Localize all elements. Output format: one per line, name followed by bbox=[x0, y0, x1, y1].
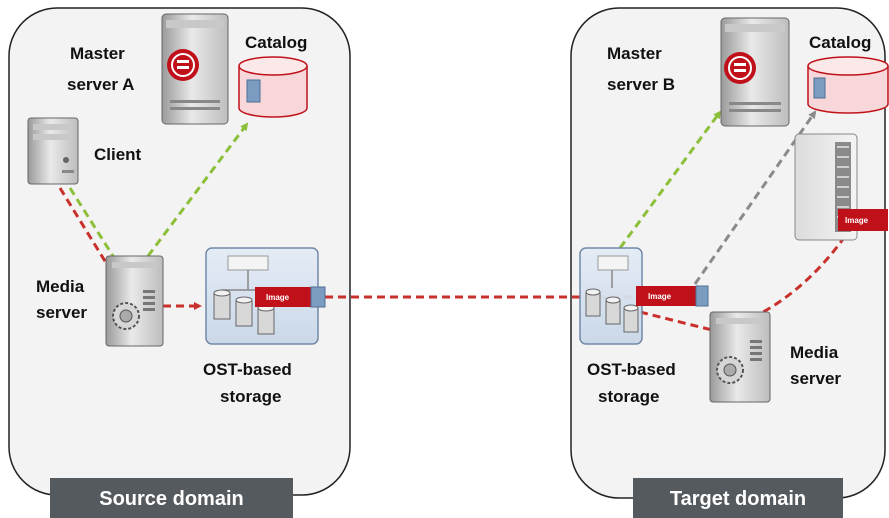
media-to-rack-line bbox=[751, 230, 850, 320]
source-domain-panel: Source domain bbox=[8, 7, 351, 518]
target-rack-server: Image bbox=[794, 133, 888, 241]
target-domain-label-bar: Target domain bbox=[633, 478, 843, 518]
target-storage-label-line2: storage bbox=[598, 387, 659, 406]
client-label: Client bbox=[94, 145, 142, 164]
target-storage-label-line1: OST-based bbox=[587, 360, 676, 379]
target-image-tag: Image bbox=[636, 285, 709, 307]
target-media-server-label-line1: Media bbox=[790, 343, 839, 362]
source-media-server-label-line1: Media bbox=[36, 277, 85, 296]
master-server-b-icon bbox=[720, 17, 790, 127]
client-computer-icon bbox=[27, 117, 79, 185]
master-server-a: Master server A bbox=[67, 13, 229, 125]
source-domain-title: Source domain bbox=[99, 488, 243, 510]
source-image-tag: Image bbox=[255, 286, 326, 308]
target-image-tag-label: Image bbox=[648, 292, 672, 301]
source-domain-label-bar: Source domain bbox=[50, 478, 293, 518]
target-domain-title: Target domain bbox=[670, 488, 806, 510]
master-server-b: Master server B bbox=[607, 17, 790, 127]
catalog-a: Catalog bbox=[238, 33, 308, 118]
target-domain-panel: Target domain bbox=[570, 7, 886, 518]
catalog-a-db-icon bbox=[238, 56, 308, 118]
catalog-b: Catalog bbox=[807, 33, 889, 114]
source-media-server-label-line2: server bbox=[36, 303, 87, 322]
master-server-b-label-line2: server B bbox=[607, 75, 675, 94]
master-server-b-label-line1: Master bbox=[607, 44, 662, 63]
client: Client bbox=[27, 117, 142, 185]
source-storage-label-line2: storage bbox=[220, 387, 281, 406]
rack-image-tag-label: Image bbox=[845, 216, 869, 225]
target-media-server-label-line2: server bbox=[790, 369, 841, 388]
catalog-b-label: Catalog bbox=[809, 33, 871, 52]
source-image-tag-label: Image bbox=[266, 293, 290, 302]
catalog-a-label: Catalog bbox=[245, 33, 307, 52]
target-storage-appliance-icon bbox=[579, 247, 643, 345]
master-server-a-icon bbox=[161, 13, 229, 125]
client-media-green-line bbox=[68, 187, 120, 265]
source-ost-storage: Image OST-based storage bbox=[203, 247, 326, 406]
target-media-server: Media server bbox=[709, 311, 841, 403]
master-server-a-label-line1: Master bbox=[70, 44, 125, 63]
source-storage-label-line1: OST-based bbox=[203, 360, 292, 379]
storage-to-master-b-line bbox=[618, 110, 722, 249]
source-media-server-icon bbox=[105, 255, 164, 347]
rack-image-tag: Image bbox=[838, 209, 888, 231]
target-media-server-icon bbox=[709, 311, 771, 403]
source-media-server: Media server bbox=[36, 255, 164, 347]
media-to-catalog-line bbox=[146, 122, 249, 257]
target-ost-storage: Image OST-based storage bbox=[579, 247, 709, 406]
catalog-b-db-icon bbox=[807, 56, 889, 114]
master-server-a-label-line2: server A bbox=[67, 75, 134, 94]
client-media-red-line bbox=[58, 187, 110, 267]
